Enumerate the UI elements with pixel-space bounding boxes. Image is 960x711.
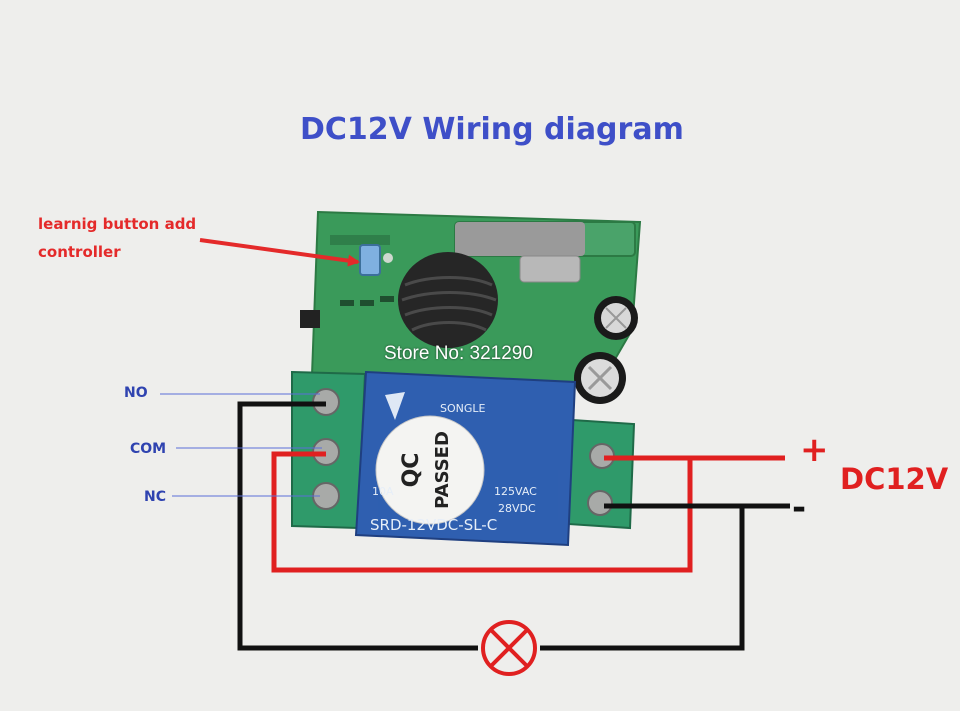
learning-button-label-line2: controller <box>38 243 121 261</box>
qc-passed-sticker <box>375 415 485 525</box>
capacitor-top <box>594 296 638 340</box>
power-supply-label: DC12V <box>840 462 949 496</box>
learning-button-arrow <box>199 238 360 267</box>
learning-button-label-line1: learnig button add <box>38 215 197 233</box>
learning-button <box>359 244 393 276</box>
terminal-block-left <box>291 370 367 530</box>
store-watermark: Store No: 321290 <box>384 343 533 364</box>
antenna-coil <box>398 252 498 348</box>
terminal-label-com: COM <box>130 441 167 457</box>
relay-rating-1: 10A <box>372 485 394 498</box>
positive-wire <box>271 451 785 573</box>
terminal-label-nc: NC <box>144 489 166 505</box>
positive-symbol: + <box>800 430 829 470</box>
relay-model: SRD-12VDC-SL-C <box>370 516 497 534</box>
negative-wire <box>237 401 790 651</box>
passed-text: PASSED <box>432 431 453 509</box>
diagram-title: DC12V Wiring diagram <box>300 112 684 147</box>
terminal-label-no: NO <box>124 385 148 401</box>
relay-rating-2: 125VAC <box>494 485 537 498</box>
label-leaders <box>160 393 322 497</box>
relay-rating-3: 28VDC <box>498 502 536 515</box>
terminal-block-right <box>566 418 636 530</box>
capacitor-bottom <box>574 352 626 404</box>
relay-brand: SONGLE <box>440 402 486 415</box>
qc-text: QC <box>399 453 424 488</box>
negative-symbol: - <box>792 488 807 528</box>
lamp-symbol <box>481 620 537 676</box>
rf-module <box>454 221 636 283</box>
